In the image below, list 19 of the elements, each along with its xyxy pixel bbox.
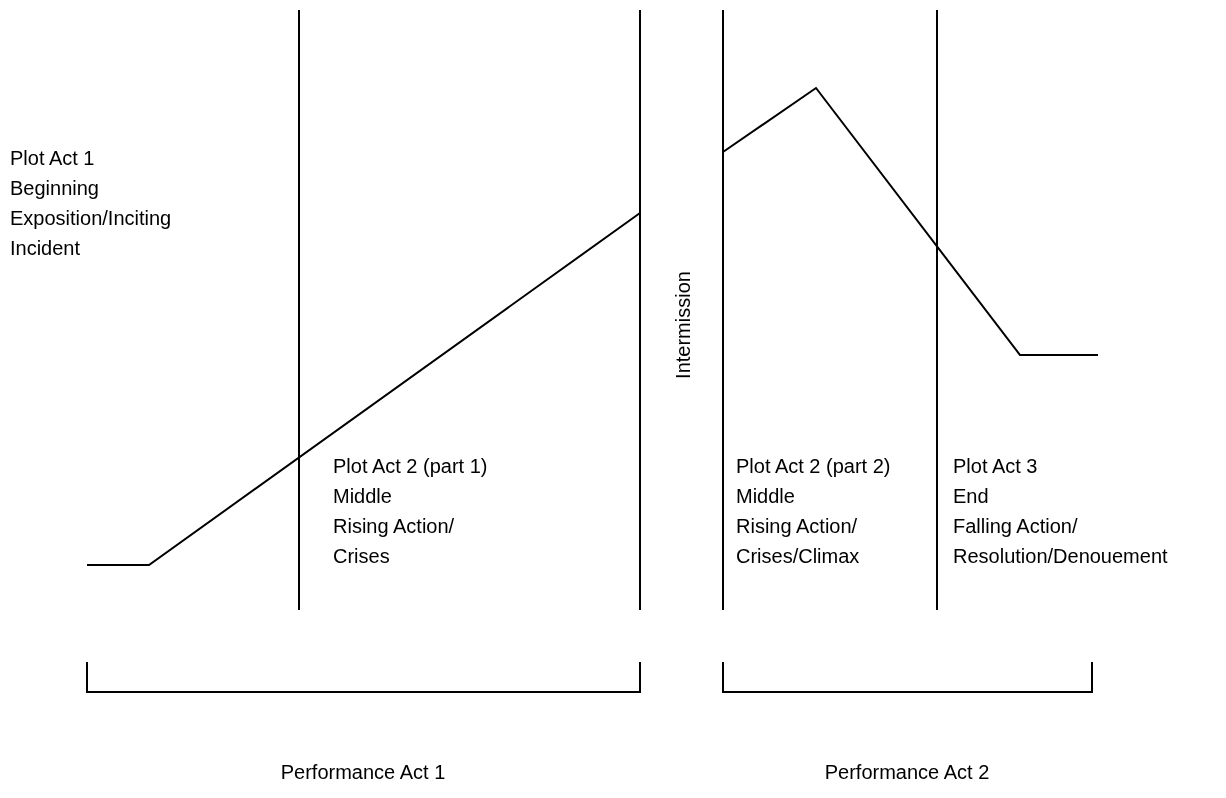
plot-act-text: Crises	[333, 544, 390, 568]
plot-act-text: Exposition/Inciting	[10, 206, 172, 230]
intermission-label: Intermission	[671, 271, 695, 379]
plot-act-text: Falling Action/	[953, 514, 1078, 538]
plot-act-text: End	[953, 484, 989, 508]
plot-act-text: Plot Act 3	[953, 454, 1038, 478]
plot-act-text: Middle	[333, 484, 392, 508]
plot-act-text: Plot Act 2 (part 2)	[736, 454, 891, 478]
plot-act-text: Crises/Climax	[736, 544, 860, 568]
performance-act-label: Performance Act 2	[824, 760, 990, 784]
performance-act-label: Performance Act 1	[280, 760, 446, 784]
plot-act-text: Resolution/Denouement	[953, 544, 1168, 568]
plot-act-text: Beginning	[10, 176, 99, 200]
plot-act-text: Rising Action/	[736, 514, 858, 538]
plot-act-text: Middle	[736, 484, 795, 508]
plot-act-text: Plot Act 1	[10, 146, 95, 170]
plot-act-text: Incident	[10, 236, 81, 260]
plot-act-text: Rising Action/	[333, 514, 455, 538]
plot-act-text: Plot Act 2 (part 1)	[333, 454, 488, 478]
